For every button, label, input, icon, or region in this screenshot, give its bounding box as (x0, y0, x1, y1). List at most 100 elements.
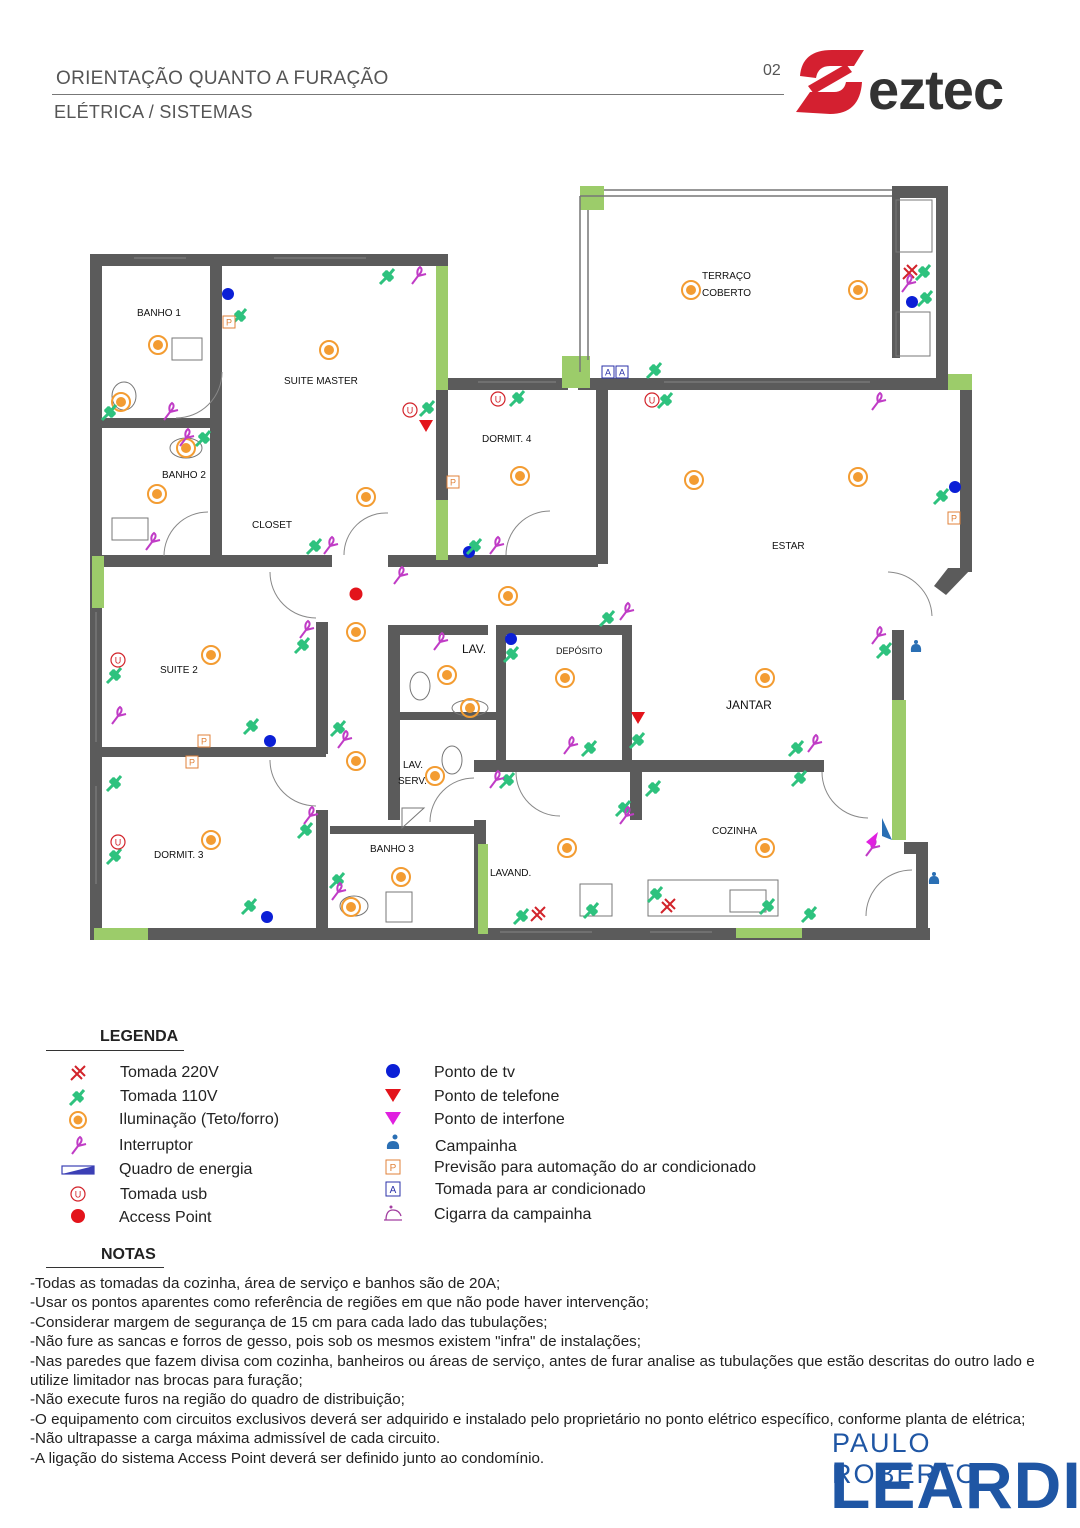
socket-110v (502, 645, 520, 664)
usb-socket (402, 402, 418, 418)
light-point (848, 467, 868, 487)
room-dormit4: DORMIT. 4 (482, 434, 532, 445)
tomada-220v-icon (70, 1065, 86, 1081)
lighting-points (111, 280, 868, 917)
light-point (341, 897, 361, 917)
socket-110v (296, 821, 314, 840)
legend-label: Campainha (435, 1138, 517, 1155)
tv-point (949, 481, 961, 493)
notes-title: NOTAS (101, 1246, 156, 1263)
light-point (437, 665, 457, 685)
switch (393, 566, 409, 585)
room-terraco-line2: COBERTO (702, 288, 751, 299)
terrace-frame (95, 189, 892, 933)
ac-socket (615, 365, 629, 379)
light-point (356, 487, 376, 507)
switch (323, 536, 339, 555)
light-point (201, 830, 221, 850)
switch (619, 602, 635, 621)
walls (90, 186, 972, 940)
light-point (176, 438, 196, 458)
room-banho1: BANHO 1 (137, 308, 181, 319)
access-point (349, 587, 363, 601)
door-arcs (163, 371, 933, 917)
light-point (848, 280, 868, 300)
light-point (498, 586, 518, 606)
switch (299, 620, 315, 639)
socket-110v (645, 361, 663, 380)
ponto-telefone-icon (385, 1089, 401, 1102)
usb-socket (644, 392, 660, 408)
tv-point (505, 633, 517, 645)
ac-automation-point (947, 511, 961, 525)
note-item: -Não ultrapasse a carga máxima admissíve… (30, 1430, 441, 1448)
legend-underline (46, 1050, 184, 1051)
eztec-logo-mark-icon (796, 50, 864, 114)
note-item: -Não fure as sancas e forros de gesso, p… (30, 1333, 641, 1351)
room-closet: CLOSET (252, 520, 292, 531)
room-deposito: DEPÓSITO (556, 646, 602, 656)
room-suite-master: SUITE MASTER (284, 376, 358, 387)
switch (563, 736, 579, 755)
legend-label: Tomada usb (120, 1186, 208, 1203)
socket-110v (787, 739, 805, 758)
legend-label: Cigarra da campainha (434, 1206, 592, 1223)
socket-110v (598, 609, 616, 628)
doorbell-point (928, 872, 940, 884)
tomada-ar-icon: A (385, 1181, 401, 1197)
energy-panel (882, 818, 892, 840)
light-point (755, 668, 775, 688)
note-item: -O equipamento com circuitos exclusivos … (30, 1410, 1026, 1428)
room-jantar: JANTAR (726, 698, 772, 712)
light-point (425, 766, 445, 786)
phone-point (419, 420, 433, 432)
light-point (346, 751, 366, 771)
note-item: -A ligação do sistema Access Point dever… (30, 1449, 545, 1467)
room-estar: ESTAR (772, 541, 805, 552)
socket-110v (800, 905, 818, 924)
switch (111, 706, 127, 725)
interruptor-icon (71, 1135, 87, 1155)
legend-label: Ponto de telefone (434, 1088, 560, 1105)
windows (92, 186, 972, 940)
socket-110v (378, 267, 396, 286)
switch (163, 402, 179, 421)
legend-label: Access Point (119, 1209, 212, 1226)
socket-110v (628, 731, 646, 750)
brand-line1: PAULO ROBERTO (832, 1428, 979, 1489)
socket-110v (508, 389, 526, 408)
socket-110v (100, 403, 118, 422)
quadro-energia-icon (61, 1165, 95, 1175)
socket-110v-points (100, 263, 950, 926)
iluminacao-icon (69, 1111, 87, 1129)
legend-label: Tomada para ar condicionado (435, 1181, 646, 1198)
note-item: -Nas paredes que fazem divisa com cozinh… (30, 1352, 1035, 1390)
room-terraco-line1: TERRAÇO (702, 271, 751, 282)
cigarra-icon (384, 1205, 402, 1221)
socket-110v (790, 769, 808, 788)
switch (807, 734, 823, 753)
room-lav: LAV. (462, 642, 486, 656)
intercom-point (866, 832, 878, 848)
room-banho2: BANHO 2 (162, 470, 206, 481)
legend-icons-right: P A (384, 1064, 402, 1221)
misc-points (110, 315, 961, 884)
tv-point (222, 288, 234, 300)
usb-socket (110, 652, 126, 668)
svg-text:P: P (390, 1163, 397, 1174)
tv-point (264, 735, 276, 747)
socket-110v (194, 429, 212, 448)
room-dormit3: DORMIT. 3 (154, 850, 204, 861)
automacao-ar-icon: P (385, 1159, 401, 1175)
switch (433, 632, 449, 651)
ac-socket (601, 365, 615, 379)
ponto-tv-icon (386, 1064, 400, 1078)
usb-socket (110, 834, 126, 850)
socket-110v (916, 289, 934, 308)
room-banho3: BANHO 3 (370, 844, 414, 855)
light-point (148, 335, 168, 355)
socket-110v (580, 739, 598, 758)
light-point (684, 470, 704, 490)
ac-automation-point (222, 315, 236, 329)
svg-text:A: A (390, 1185, 397, 1196)
